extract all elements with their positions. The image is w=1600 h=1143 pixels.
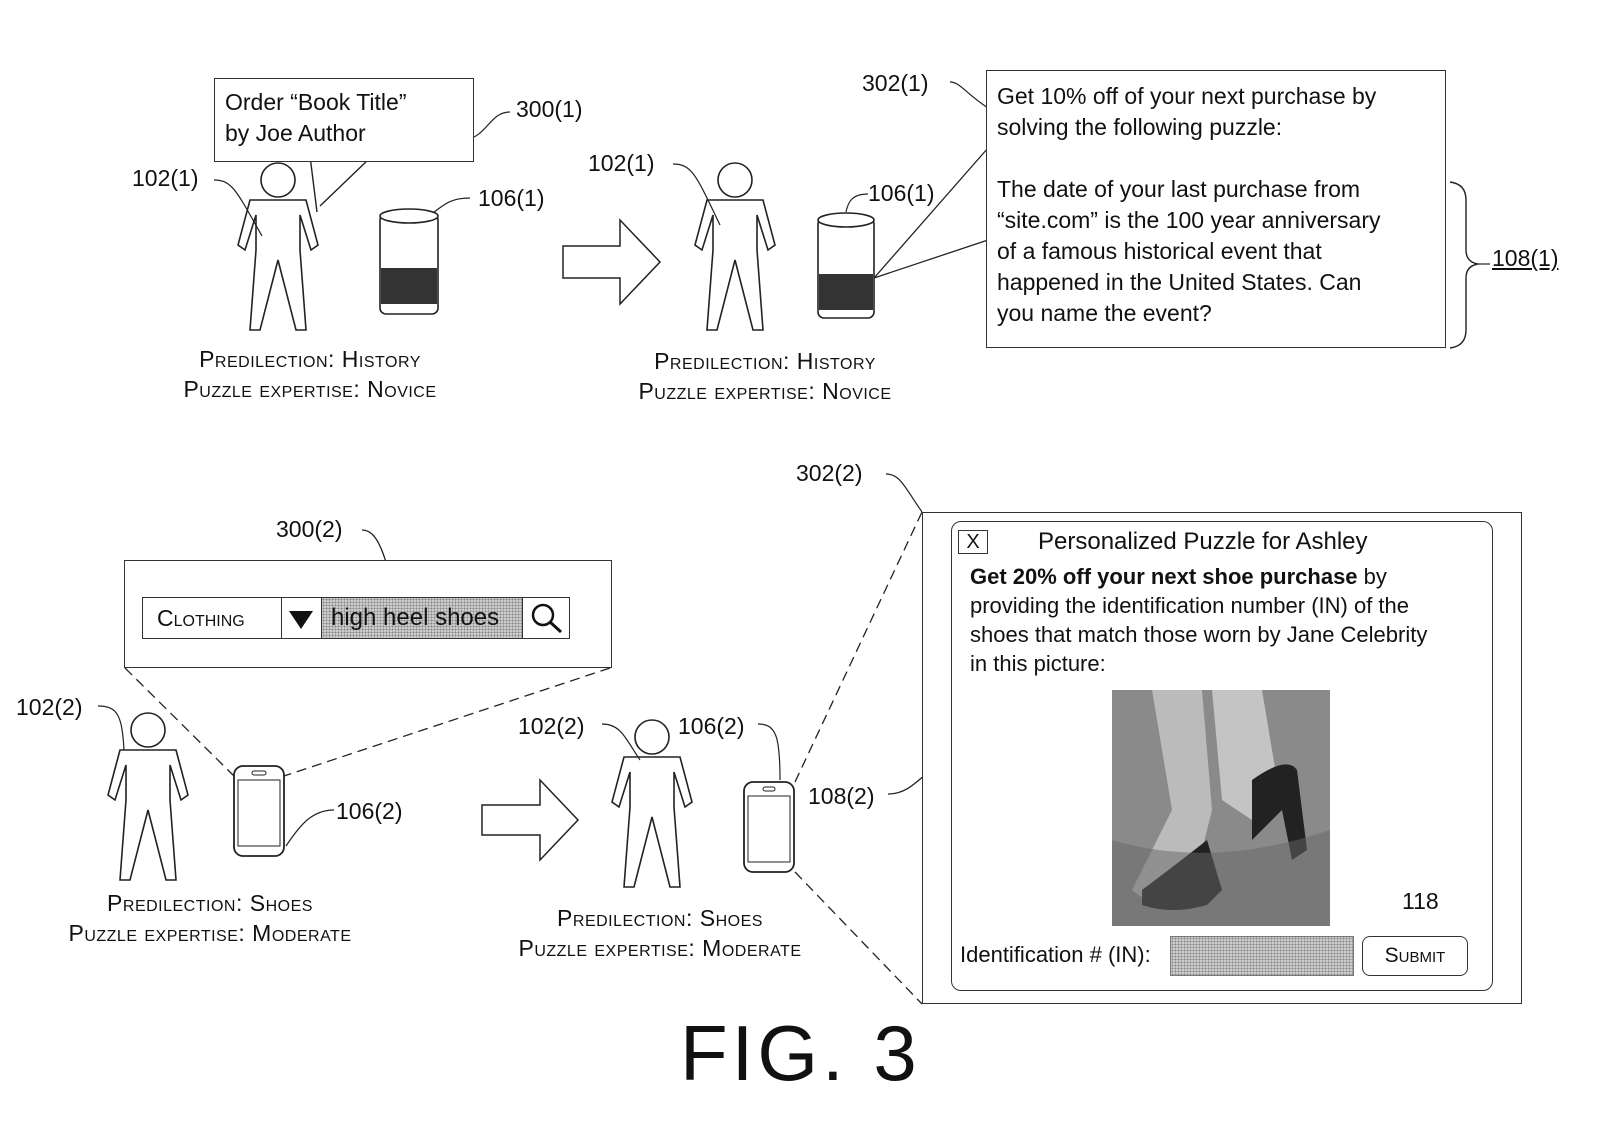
user-figure-102-2b xyxy=(611,719,693,888)
profile-expertise-top-right: Puzzle expertise: Novice xyxy=(638,378,892,404)
ref-302-1: 302(1) xyxy=(862,70,929,96)
celebrity-shoes-image xyxy=(1112,690,1330,926)
user-figure-102-2a xyxy=(107,712,189,881)
figure-caption: FIG. 3 xyxy=(680,1009,921,1097)
search-panel-300-2: Clothing high heel shoes xyxy=(124,560,612,668)
transition-arrow-top xyxy=(562,218,662,306)
ref-106-2-left: 106(2) xyxy=(336,798,403,824)
dialog-title: Personalized Puzzle for Ashley xyxy=(1038,528,1368,555)
close-button[interactable]: X xyxy=(958,530,988,554)
ref-300-1: 300(1) xyxy=(516,96,583,122)
identification-field-label: Identification # (IN): xyxy=(960,942,1151,967)
ref-106-1-left: 106(1) xyxy=(478,185,545,211)
ref-102-2-right: 102(2) xyxy=(518,713,585,739)
smart-speaker-106-1b xyxy=(817,212,875,319)
speech-text-line1: Order “Book Title” xyxy=(225,89,407,115)
dialog-body-line: in this picture: xyxy=(970,651,1106,676)
category-select-value: Clothing xyxy=(157,605,245,631)
profile-predilection-top-left: Predilection: History xyxy=(199,346,421,372)
ref-102-2-left: 102(2) xyxy=(16,694,83,720)
ref-108-1: 108(1) xyxy=(1492,245,1559,271)
dialog-body: Get 20% off your next shoe purchase by p… xyxy=(970,562,1480,678)
offer-text-tail: by xyxy=(1357,564,1387,589)
puzzle-intro-line2: solving the following puzzle: xyxy=(997,114,1283,140)
puzzle-body-line: of a famous historical event that xyxy=(997,238,1322,264)
speech-bubble-300-1: Order “Book Title” by Joe Author xyxy=(214,78,474,162)
phone-106-2a xyxy=(233,765,285,857)
search-input-value: high heel shoes xyxy=(331,604,500,631)
ref-300-2: 300(2) xyxy=(276,516,343,542)
close-icon: X xyxy=(966,531,980,553)
profile-predilection-bottom-right: Predilection: Shoes xyxy=(557,905,763,931)
profile-predilection-top-right: Predilection: History xyxy=(654,348,876,374)
puzzle-body-line: you name the event? xyxy=(997,300,1212,326)
puzzle-dialog: X Personalized Puzzle for Ashley Get 20%… xyxy=(951,521,1493,991)
ref-302-2: 302(2) xyxy=(796,460,863,486)
ref-102-1-left: 102(1) xyxy=(132,165,199,191)
smart-speaker-106-1a xyxy=(379,208,439,315)
profile-expertise-bottom-left: Puzzle expertise: Moderate xyxy=(68,920,352,946)
puzzle-body-line: “site.com” is the 100 year anniversary xyxy=(997,207,1381,233)
puzzle-panel-302-2: X Personalized Puzzle for Ashley Get 20%… xyxy=(922,512,1522,1004)
puzzle-intro-line1: Get 10% off of your next purchase by xyxy=(997,83,1377,109)
dialog-body-line: providing the identification number (IN)… xyxy=(970,593,1410,618)
ref-108-2: 108(2) xyxy=(808,783,875,809)
profile-predilection-bottom-left: Predilection: Shoes xyxy=(107,890,313,916)
user-figure-102-1b xyxy=(694,162,776,331)
puzzle-box-302-1: Get 10% off of your next purchase by sol… xyxy=(986,70,1446,348)
search-input[interactable]: high heel shoes xyxy=(321,597,523,639)
user-figure-102-1a xyxy=(237,162,319,331)
profile-expertise-bottom-right: Puzzle expertise: Moderate xyxy=(518,935,802,961)
speech-text-line2: by Joe Author xyxy=(225,120,366,146)
dialog-body-line: shoes that match those worn by Jane Cele… xyxy=(970,622,1428,647)
category-dropdown-button[interactable] xyxy=(281,597,322,639)
ref-102-1-right: 102(1) xyxy=(588,150,655,176)
puzzle-body-line: happened in the United States. Can xyxy=(997,269,1362,295)
ref-106-2-right: 106(2) xyxy=(678,713,745,739)
identification-input-118[interactable] xyxy=(1170,936,1354,976)
shoes-photo-silhouette xyxy=(1112,690,1330,926)
profile-expertise-top-left: Puzzle expertise: Novice xyxy=(183,376,437,402)
submit-button[interactable]: Submit xyxy=(1362,936,1468,976)
ref-106-1-right: 106(1) xyxy=(868,180,935,206)
transition-arrow-bottom xyxy=(481,778,580,862)
category-select[interactable]: Clothing xyxy=(142,597,282,639)
phone-106-2b xyxy=(743,781,795,873)
search-button[interactable] xyxy=(522,597,570,639)
submit-label: Submit xyxy=(1384,944,1446,967)
offer-text-bold: Get 20% off your next shoe purchase xyxy=(970,564,1358,589)
ref-118: 118 xyxy=(1402,888,1439,914)
triangle-down-icon xyxy=(289,611,313,629)
magnifier-icon xyxy=(531,603,563,634)
puzzle-body-line: The date of your last purchase from xyxy=(997,176,1361,202)
